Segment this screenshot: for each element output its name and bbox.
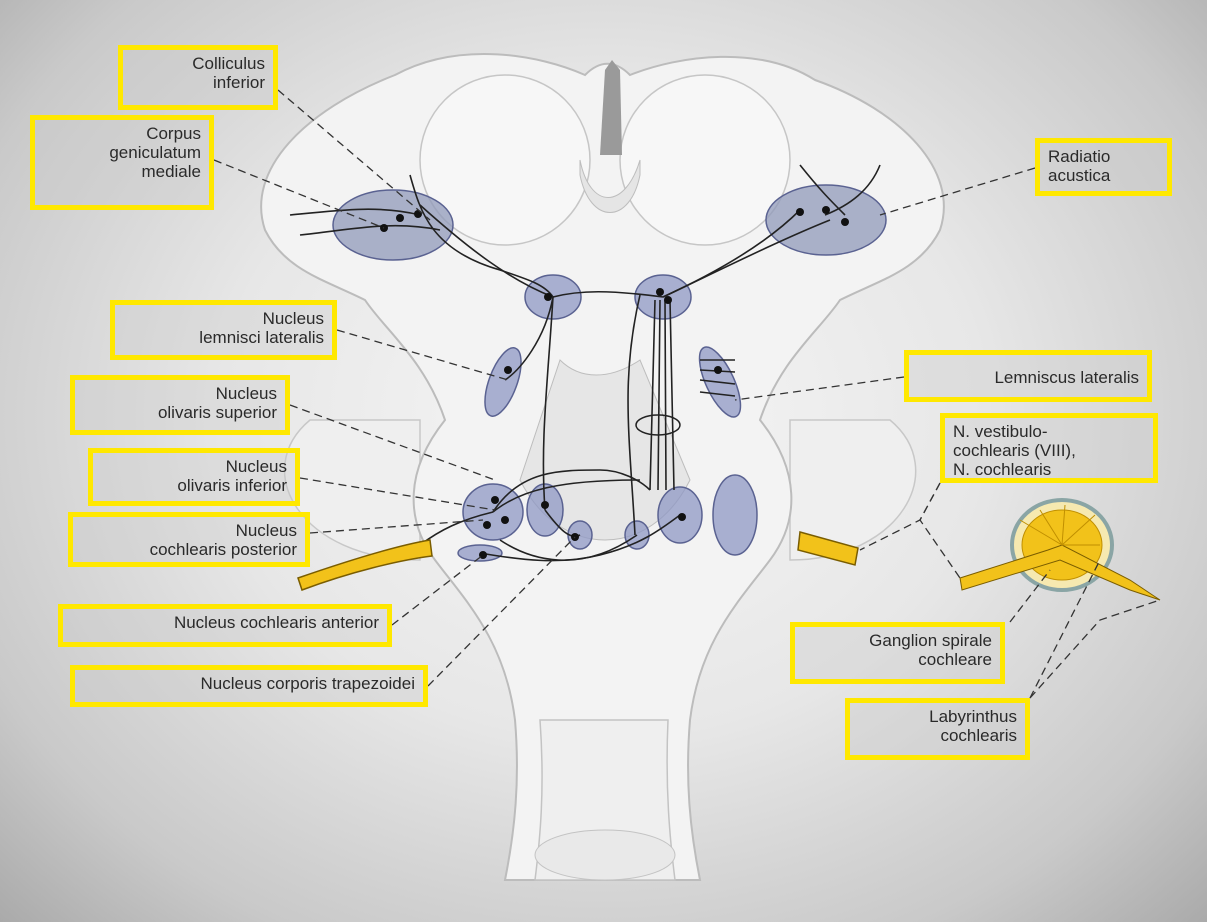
label-nucleus-cochlearis-anterior: Nucleus cochlearis anterior <box>58 604 392 647</box>
label-nucleus-cochlearis-posterior: Nucleus cochlearis posterior <box>68 512 310 567</box>
label-nucleus-lemnisci-lateralis: Nucleus lemnisci lateralis <box>110 300 337 360</box>
label-colliculus-inferior: Colliculus inferior <box>118 45 278 110</box>
label-lemniscus-lateralis: Lemniscus lateralis <box>904 350 1152 402</box>
label-n-vestibulocochlearis: N. vestibulo- cochlearis (VIII), N. coch… <box>940 413 1158 483</box>
cochlea <box>960 500 1160 600</box>
label-nucleus-olivaris-inferior: Nucleus olivaris inferior <box>88 448 300 506</box>
label-nucleus-corporis-trapezoidei: Nucleus corporis trapezoidei <box>70 665 428 707</box>
label-radiatio-acustica: Radiatio acustica <box>1035 138 1172 196</box>
label-nucleus-olivaris-superior: Nucleus olivaris superior <box>70 375 290 435</box>
label-corpus-geniculatum-mediale: Corpus geniculatum mediale <box>30 115 214 210</box>
label-labyrinthus-cochlearis: Labyrinthus cochlearis <box>845 698 1030 760</box>
spinal-cord-section <box>535 830 675 880</box>
label-ganglion-spirale-cochleare: Ganglion spirale cochleare <box>790 622 1005 684</box>
cochlear-nucleus-right-2 <box>713 475 757 555</box>
